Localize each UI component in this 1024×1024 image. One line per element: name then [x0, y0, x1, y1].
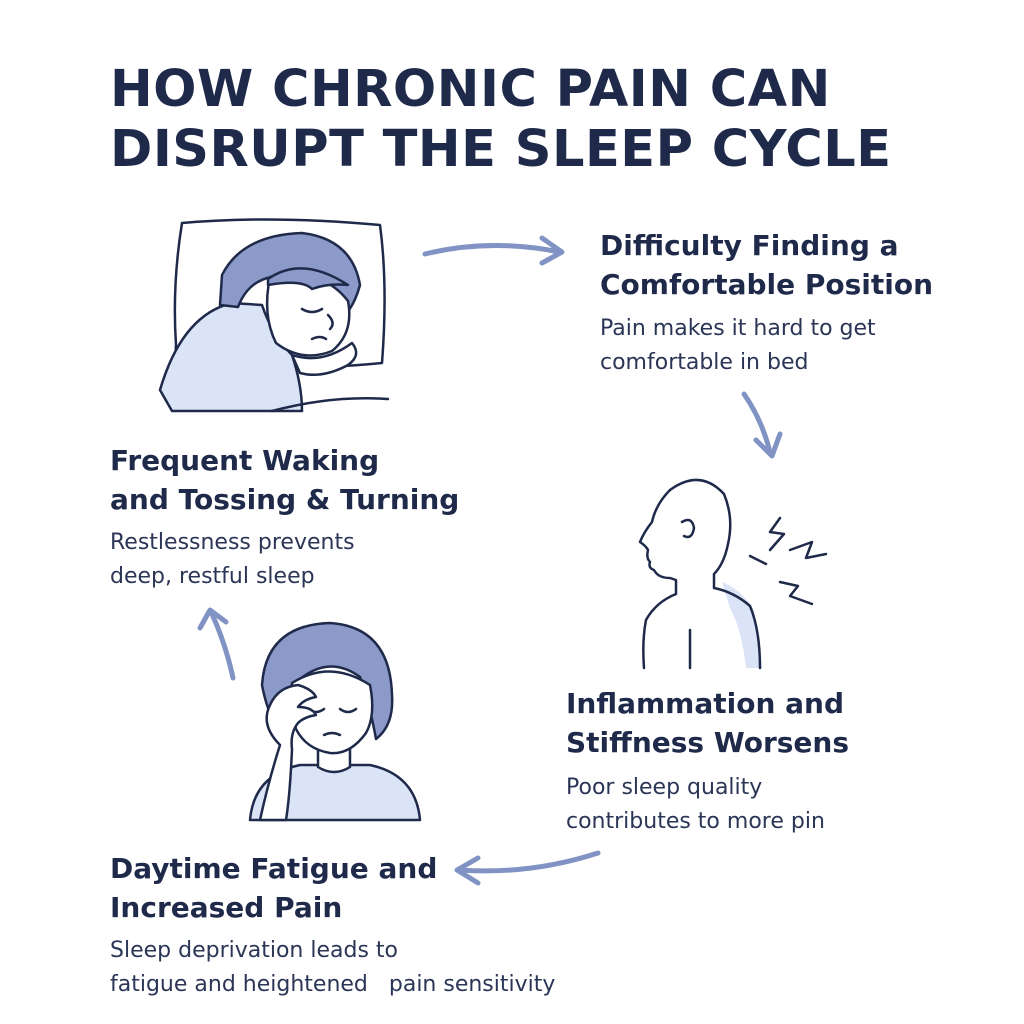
- title-line-1: HOW CHRONIC PAIN CAN: [110, 60, 831, 119]
- step-heading-line: Daytime Fatigue and: [110, 852, 438, 885]
- step-heading-line: and Tossing & Turning: [110, 483, 460, 516]
- step-heading-line: Inflammation and: [566, 687, 845, 720]
- arrow-left-head-icon: [454, 855, 481, 886]
- step-heading-line: Stiffness Worsens: [566, 726, 850, 759]
- step-desc-line: Restlessness prevents: [110, 530, 355, 555]
- step-desc-fatigue: Sleep deprivation leads to fatigue and h…: [110, 934, 555, 1002]
- step-desc-line: Pain makes it hard to get: [600, 316, 876, 341]
- step-desc-position: Pain makes it hard to get comfortable in…: [600, 312, 876, 380]
- step-heading-line: Frequent Waking: [110, 444, 380, 477]
- title-line-2: DISRUPT THE SLEEP CYCLE: [110, 120, 892, 179]
- pain-mark-icon: [768, 516, 786, 552]
- sleeping-woman-icon: [158, 218, 390, 413]
- step-desc-line: deep, restful sleep: [110, 564, 315, 589]
- step-desc-inflammation: Poor sleep quality contributes to more p…: [566, 771, 825, 839]
- step-heading-line: Difficulty Finding a: [600, 229, 899, 262]
- head-profile-pain-icon: [638, 478, 828, 670]
- pain-mark-icon: [778, 580, 814, 606]
- arrow-up-icon: [209, 611, 236, 681]
- pain-mark-icon: [748, 554, 768, 566]
- pain-mark-icon: [788, 540, 828, 560]
- step-heading-line: Comfortable Position: [600, 268, 934, 301]
- step-desc-line: fatigue and heightened pain sensitivity: [110, 972, 556, 997]
- step-desc-line: contributes to more pin: [566, 809, 825, 834]
- tired-woman-icon: [248, 621, 422, 822]
- arrow-right-head-icon: [539, 235, 565, 266]
- arrow-down-head-icon: [753, 431, 783, 459]
- arrow-down-icon: [741, 391, 773, 455]
- step-desc-line: Sleep deprivation leads to: [110, 938, 398, 963]
- page-title: HOW CHRONIC PAIN CAN DISRUPT THE SLEEP C…: [110, 60, 970, 180]
- step-heading-fatigue: Daytime Fatigue and Increased Pain: [110, 849, 437, 927]
- arrow-up-head-icon: [197, 607, 229, 631]
- step-desc-line: comfortable in bed: [600, 350, 809, 375]
- step-desc-waking: Restlessness prevents deep, restful slee…: [110, 526, 355, 594]
- arrow-left-icon: [457, 850, 601, 874]
- step-heading-waking: Frequent Waking and Tossing & Turning: [110, 441, 459, 519]
- step-heading-position: Difficulty Finding a Comfortable Positio…: [600, 226, 933, 304]
- arrow-right-icon: [422, 243, 563, 257]
- step-heading-inflammation: Inflammation and Stiffness Worsens: [566, 684, 849, 762]
- step-heading-line: Increased Pain: [110, 891, 343, 924]
- step-desc-line: Poor sleep quality: [566, 775, 763, 800]
